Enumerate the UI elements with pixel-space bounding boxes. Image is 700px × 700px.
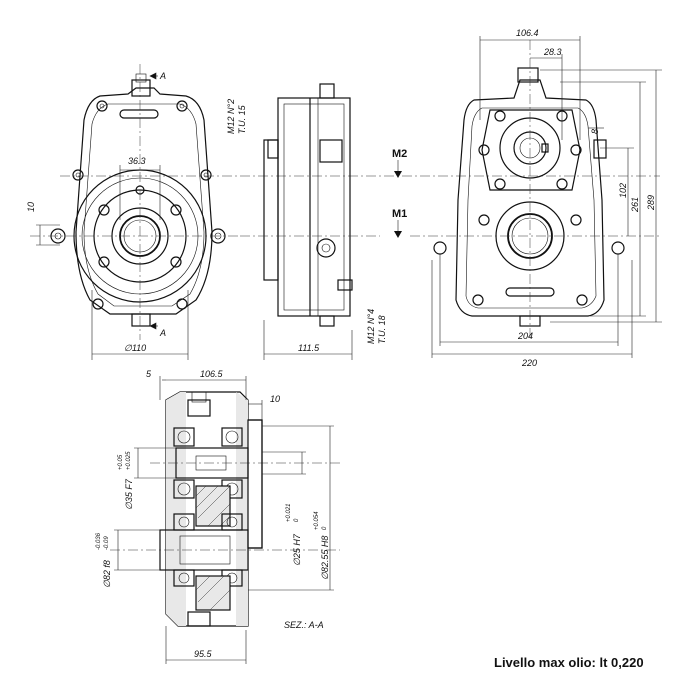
dim-35-f7-tol-lower: +0.025 [126,451,132,470]
dim-111-5: 111.5 [298,343,320,353]
shaft-label-m2: M2 [392,148,407,160]
dim-82-f8-tol-upper: -0.036 [96,532,102,550]
dim-10-section: 10 [270,394,280,404]
dim-diameter-110: ∅110 [124,343,146,353]
thread-label-bottom-line1: M12 N°4 [366,309,376,344]
dim-102: 102 [618,183,628,198]
dim-82-55-h8-tol-lower: 0 [322,526,328,530]
section-a-a [110,376,340,664]
dim-8: 8 [590,129,600,134]
side-view [240,83,402,360]
dim-5: 5 [146,369,152,379]
shaft-label-m1: M1 [392,208,407,220]
dim-82-f8: ∅82 f8 [102,560,112,588]
dim-95-5: 95.5 [194,649,213,659]
section-marker-a-top: A [159,71,166,81]
dim-36-3: 36.3 [128,156,146,166]
dim-25-h7: ∅25 H7 [292,533,302,566]
dim-82-f8-tol-lower: -0.09 [104,536,110,550]
front-view [30,64,660,360]
dim-106-4: 106.4 [516,28,539,38]
section-title: SEZ.: A-A [284,620,324,630]
thread-label-top-line1: M12 N°2 [226,99,236,134]
dim-28-3: 28.3 [543,47,562,57]
oil-level-note: Livello max olio: lt 0,220 [494,655,644,670]
dim-35-f7-tol-upper: +0.05 [118,454,124,470]
dim-10-front: 10 [26,202,36,212]
dim-220: 220 [521,358,537,368]
thread-label-top-line2: T.U. 15 [237,104,247,134]
dim-25-h7-tol-lower: 0 [294,518,300,522]
dim-106-5: 106.5 [200,369,224,379]
dim-204: 204 [517,331,533,341]
dim-82-55-h8-tol-upper: +0.054 [314,511,320,530]
dim-82-55-h8: ∅82.55 H8 [320,536,330,580]
section-marker-a-bottom: A [159,328,166,338]
dim-289: 289 [646,195,656,211]
dim-261: 261 [630,197,640,213]
dim-25-h7-tol-upper: +0.021 [286,503,292,522]
dim-35-f7: ∅35 F7 [124,478,134,510]
thread-label-bottom-line2: T.U. 18 [377,315,387,344]
rear-view [410,36,662,358]
